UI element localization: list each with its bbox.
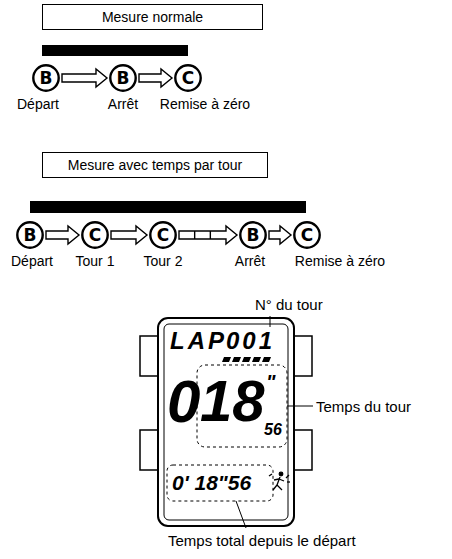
lcd-digit: 0' 18"56 (172, 472, 251, 493)
runner-icon (269, 472, 290, 490)
watch-case (158, 318, 294, 526)
leader-line (287, 406, 313, 407)
step-label: Arrêt (108, 97, 138, 111)
step-label: Tour 1 (76, 254, 115, 268)
lcd-digit: 56 (264, 422, 282, 438)
watch-lug (294, 430, 312, 470)
watch-lug (140, 336, 158, 376)
button-letter: B (247, 227, 260, 244)
step-arrow-group (269, 226, 291, 244)
button-circle: BArrêt (239, 221, 267, 249)
button-circle: CTour 1 (81, 221, 109, 249)
callout-label: Temps total depuis le départ (168, 533, 356, 548)
step-label: Départ (17, 97, 59, 111)
title-box: Mesure avec temps par tour (42, 152, 268, 178)
circle-outline (17, 222, 42, 247)
arrow-segment-divider (210, 231, 211, 239)
hollow-arrow (46, 226, 79, 244)
step-label: Arrêt (235, 254, 265, 268)
step-label: Tour 2 (144, 254, 183, 268)
lap-time-frame (197, 365, 287, 447)
button-letter: C (182, 70, 194, 87)
step-arrow-group (179, 226, 237, 244)
button-circle: CRemise à zéro (293, 221, 321, 249)
callout-label: Temps du tour (316, 399, 411, 414)
step-label: Départ (11, 254, 53, 268)
step-arrow-group (62, 69, 107, 87)
button-circle: CTour 2 (149, 221, 177, 249)
button-circle: CRemise à zéro (174, 64, 202, 92)
circle-outline (294, 222, 319, 247)
button-circle: BDépart (32, 64, 60, 92)
watch-lug (294, 336, 312, 376)
circle-outline (33, 65, 58, 90)
hollow-arrow (179, 226, 237, 244)
circle-outline (175, 65, 200, 90)
circle-outline (150, 222, 175, 247)
step-arrow-group (46, 226, 79, 244)
callout-label: N° du tour (255, 297, 323, 312)
button-letter: C (89, 227, 101, 244)
button-letter: C (157, 227, 169, 244)
lcd-digit: 0 (167, 372, 200, 432)
lap-segments (222, 357, 271, 362)
step-arrow-group (111, 226, 147, 244)
watch (140, 316, 313, 528)
circle-outline (240, 222, 265, 247)
button-letter: C (301, 227, 313, 244)
leader-line (236, 501, 246, 528)
title-text: Mesure avec temps par tour (68, 157, 242, 173)
lcd-digit: 18 (200, 372, 265, 430)
total-time-frame (167, 465, 273, 501)
lcd-text: LAP (170, 329, 227, 353)
arrow-segment-divider (194, 231, 195, 239)
button-letter: B (24, 227, 37, 244)
hollow-arrow (139, 69, 172, 87)
circle-outline (82, 222, 107, 247)
leader-line (270, 316, 271, 327)
hollow-arrow (269, 226, 291, 244)
step-label: Remise à zéro (160, 97, 250, 111)
button-letter: B (117, 70, 130, 87)
watch-screen (164, 324, 288, 520)
watch-lug (140, 430, 158, 470)
step-label: Remise à zéro (295, 254, 385, 268)
title-box: Mesure normale (42, 4, 263, 30)
hollow-arrow (62, 69, 107, 87)
hollow-arrow (111, 226, 147, 244)
duration-bar (42, 45, 188, 56)
button-circle: BDépart (16, 221, 44, 249)
lcd-digit: " (266, 372, 275, 392)
button-circle: BArrêt (109, 64, 137, 92)
step-arrow-group (139, 69, 172, 87)
lcd-text: 001 (226, 329, 275, 353)
title-text: Mesure normale (102, 9, 203, 25)
duration-bar (30, 201, 306, 213)
button-letter: B (40, 70, 53, 87)
circle-outline (110, 65, 135, 90)
